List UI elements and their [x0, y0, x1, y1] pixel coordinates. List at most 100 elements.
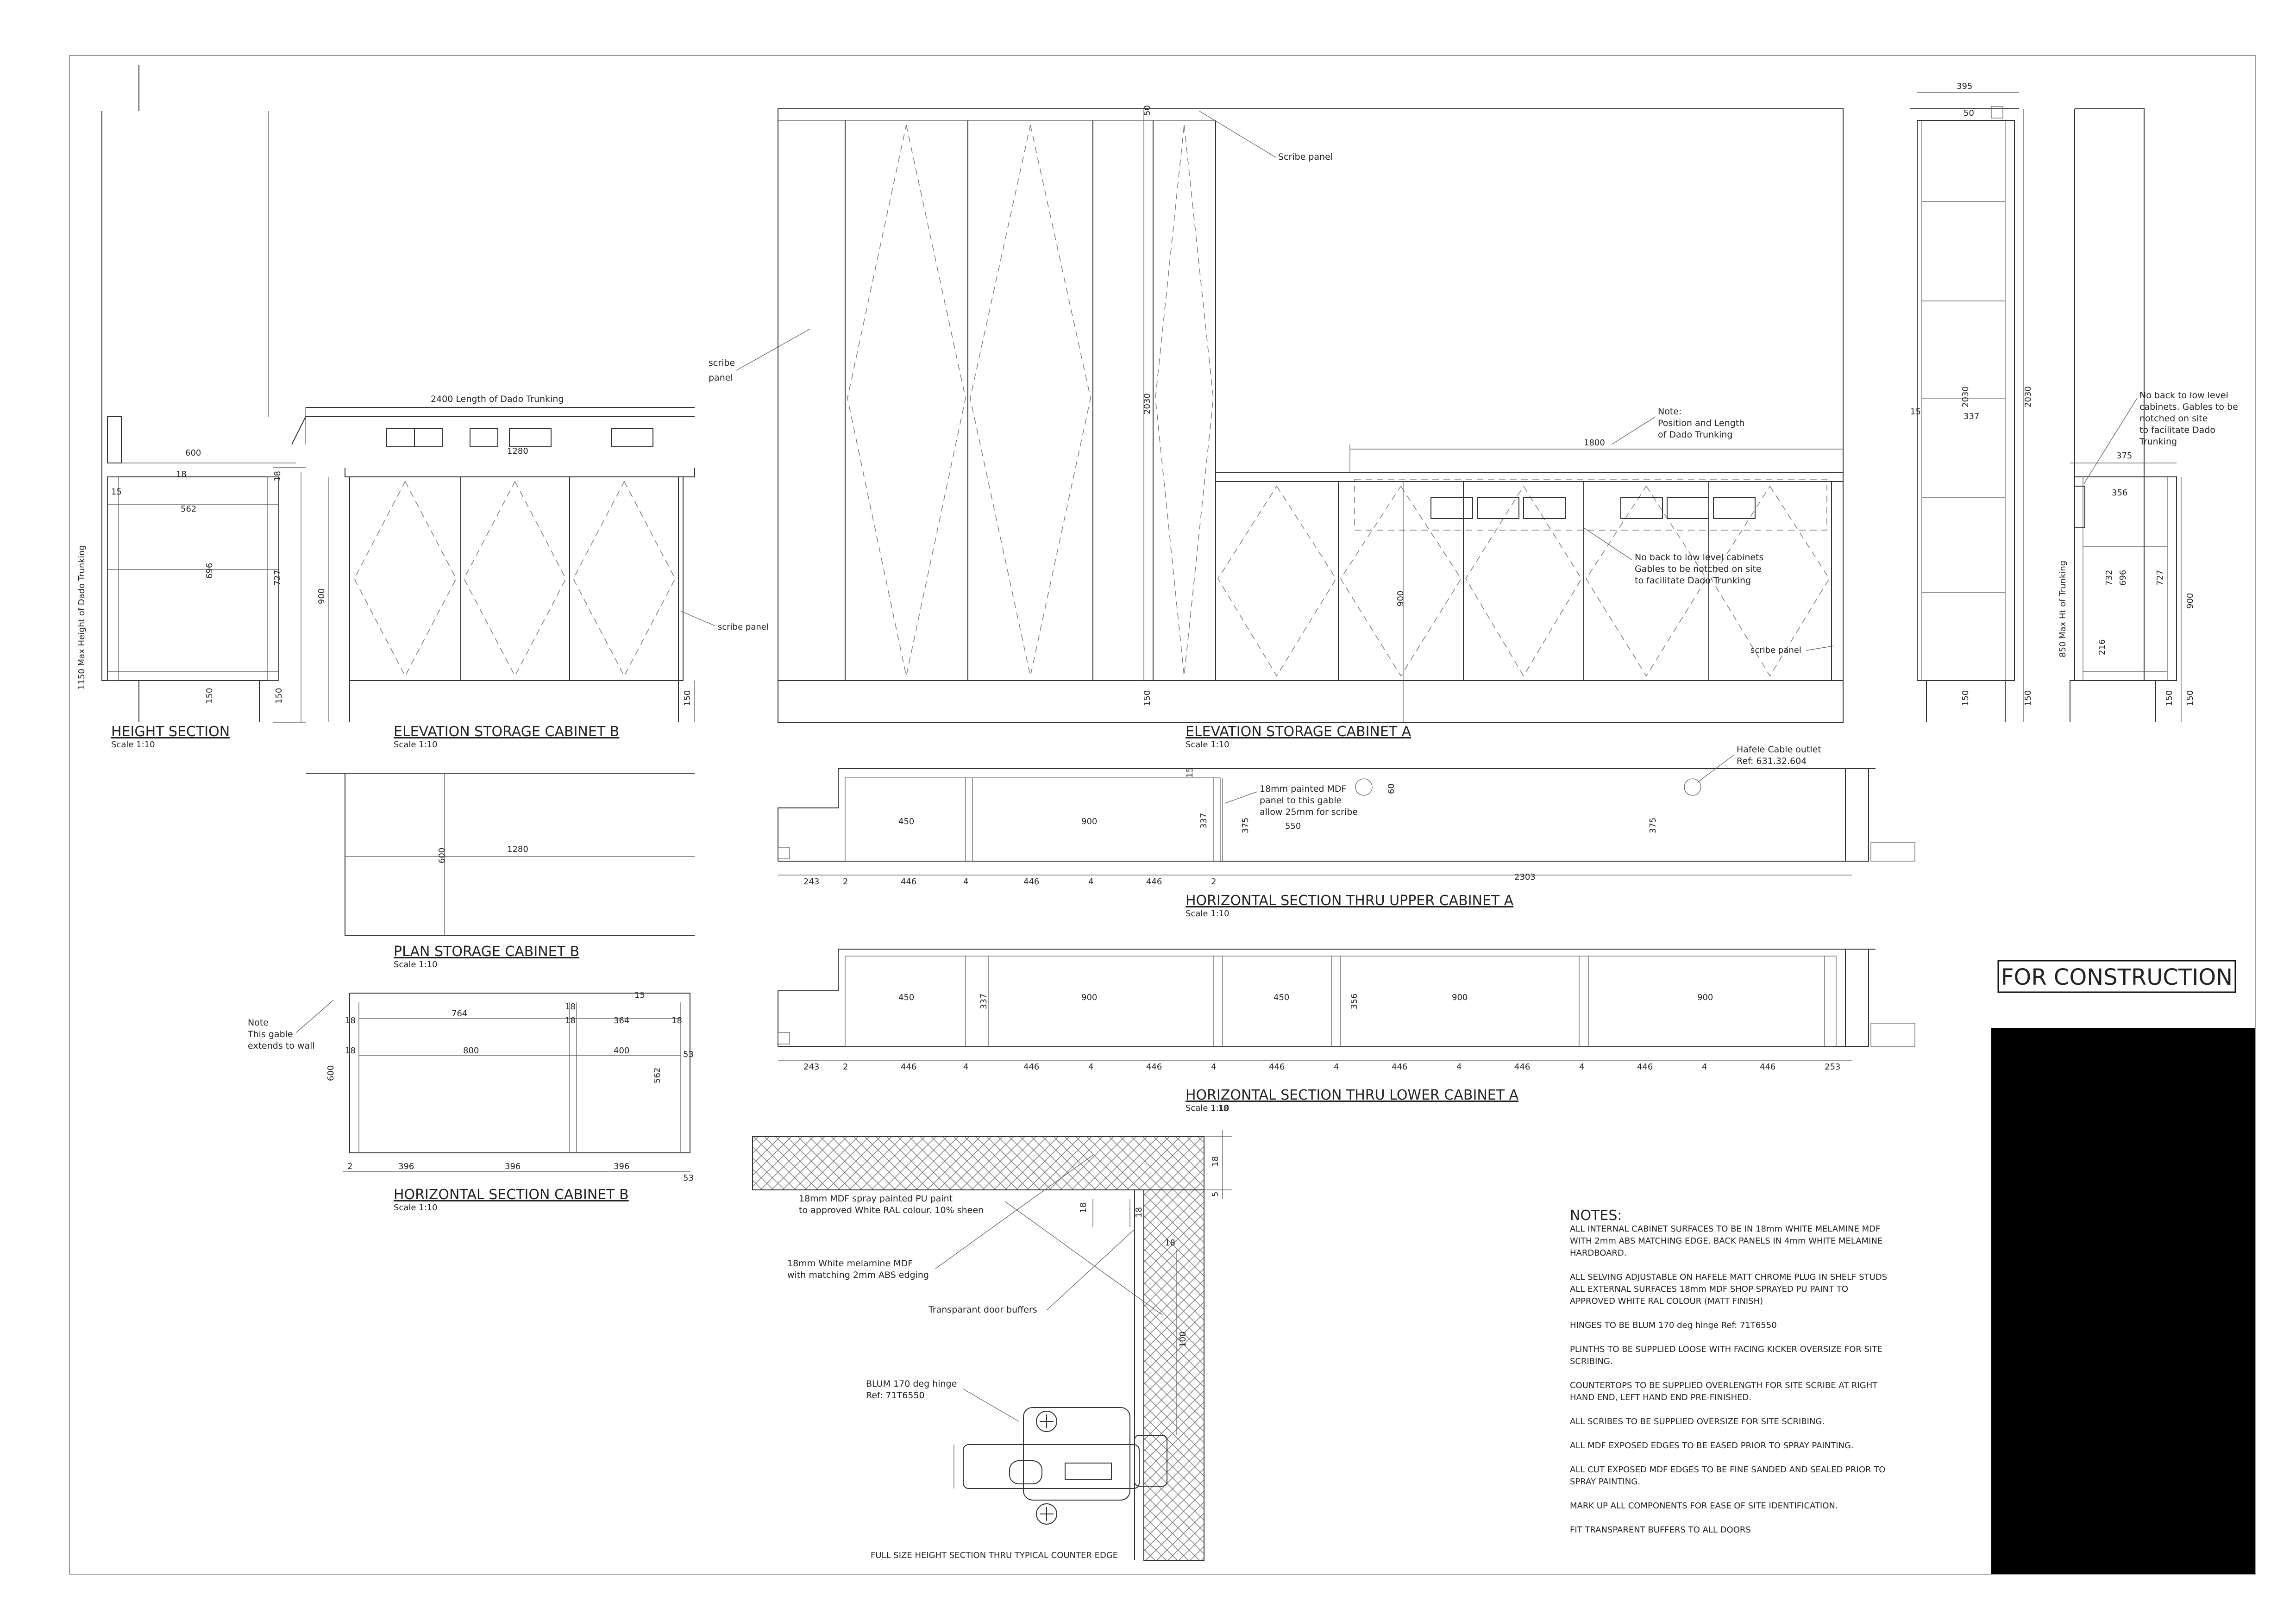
note-line: WITH 2mm ABS MATCHING EDGE. BACK PANELS … — [1570, 1236, 1882, 1246]
dim-375-r: 375 — [2116, 451, 2132, 461]
dim-18-fs1: 18 — [1218, 1104, 1229, 1113]
note-line: ALL EXTERNAL SURFACES 18mm MDF SHOP SPRA… — [1570, 1284, 1848, 1294]
dim-337-upper: 337 — [1199, 813, 1209, 829]
dim-364: 364 — [614, 1016, 629, 1026]
note-line: HINGES TO BE BLUM 170 deg hinge Ref: 71T… — [1570, 1320, 1777, 1330]
buffers-label: Transparant door buffers — [928, 1305, 1037, 1315]
dado-trunking-label: 2400 Length of Dado Trunking — [431, 394, 564, 404]
dim-53-hb: 53 — [683, 1050, 694, 1059]
scale-elev-a: Scale 1:10 — [1186, 740, 1230, 750]
scale-hsec-upper-a: Scale 1:10 — [1186, 909, 1230, 919]
dim-18-fs2: 18 — [1211, 1156, 1220, 1167]
dim-150-b: 150 — [683, 690, 692, 706]
dim-727: 727 — [273, 570, 282, 586]
dim-395: 395 — [1957, 81, 1972, 91]
no-back-3: to facilitate Dado Trunking — [1635, 575, 1751, 586]
no-back-2: Gables to be notched on site — [1635, 564, 1762, 574]
note-line: SCRIBING. — [1570, 1357, 1613, 1366]
dim-446-l4: 446 — [1269, 1062, 1285, 1072]
mdf-gable-2: panel to this gable — [1260, 795, 1342, 806]
scale-height-section: Scale 1:10 — [111, 740, 155, 750]
no-back-r1: No back to low level — [2139, 390, 2228, 400]
note-position-1: Note: — [1658, 407, 1681, 417]
dim-600-plan: 600 — [437, 848, 447, 863]
dim-562: 562 — [181, 504, 196, 514]
tall-cabinet-section: 395 50 337 2030 2030 150 150 15 — [1910, 81, 2033, 722]
dim-375-upper2: 375 — [1648, 818, 1658, 833]
note-line: MARK UP ALL COMPONENTS FOR EASE OF SITE … — [1570, 1501, 1838, 1511]
dim-2-l: 2 — [843, 1062, 848, 1072]
scribe-panel-a: scribe panel — [1750, 645, 1801, 655]
dim-900-r: 900 — [2185, 593, 2195, 609]
dim-150-r: 150 — [2164, 690, 2174, 706]
note-line: HARDBOARD. — [1570, 1248, 1627, 1258]
scribe-panel-top: Scribe panel — [1278, 152, 1333, 162]
dim-446-l7: 446 — [1637, 1062, 1653, 1072]
scale-elev-b: Scale 1:10 — [394, 740, 438, 750]
dim-800: 800 — [463, 1046, 479, 1056]
dim-2303: 2303 — [1514, 872, 1536, 882]
mdf-gable-1: 18mm painted MDF — [1260, 784, 1346, 794]
dim-696-r: 696 — [2118, 570, 2128, 586]
dim-600: 600 — [185, 448, 201, 458]
notes-heading: NOTES: — [1570, 1207, 1622, 1224]
dim-150-tall-b: 150 — [2023, 690, 2033, 706]
dim-18: 18 — [176, 469, 187, 479]
dim-53-hb2: 53 — [683, 1173, 694, 1183]
dim-450-l1: 450 — [898, 993, 914, 1002]
dim-15: 15 — [111, 487, 122, 497]
scale-hsec-lower-a: Scale 1:10 — [1186, 1103, 1230, 1113]
dim-764: 764 — [452, 1009, 467, 1019]
no-back-1: No back to low level cabinets — [1635, 552, 1763, 563]
scale-hsec-b: Scale 1:10 — [394, 1203, 438, 1213]
hinge-label-2: Ref: 71T6550 — [866, 1390, 925, 1401]
dim-150-a: 150 — [1142, 690, 1152, 706]
dim-732: 732 — [2104, 570, 2114, 586]
dim-2-hb: 2 — [347, 1162, 352, 1171]
note-line: COUNTERTOPS TO BE SUPPLIED OVERLENGTH FO… — [1570, 1381, 1878, 1390]
dim-60: 60 — [1386, 783, 1396, 794]
max-trunking: 850 Max Ht of Trunking — [2058, 561, 2068, 657]
plan-cabinet-b: 600 1280 PLAN STORAGE CABINET B Scale 1:… — [306, 773, 695, 969]
dim-2030: 2030 — [1142, 393, 1152, 414]
dim-4-l4: 4 — [1334, 1062, 1339, 1072]
note-gable-1: Note — [248, 1018, 269, 1028]
dim-727-r: 727 — [2155, 570, 2165, 586]
dim-4-l2: 4 — [1088, 1062, 1093, 1072]
dim-356-r: 356 — [2112, 488, 2127, 498]
dim-446-u1: 446 — [901, 877, 916, 887]
dim-18-hb2: 18 — [345, 1046, 356, 1056]
sheet-border — [69, 55, 2256, 1575]
dim-150: 150 — [205, 688, 214, 704]
note-line: FIT TRANSPARENT BUFFERS TO ALL DOORS — [1570, 1525, 1751, 1535]
dim-150b: 150 — [274, 688, 284, 704]
title-hsec-lower-a: HORIZONTAL SECTION THRU LOWER CABINET A — [1186, 1087, 1519, 1103]
dim-18-fs3: 18 — [1079, 1202, 1088, 1213]
dim-1280: 1280 — [507, 446, 528, 456]
no-back-r3: notched on site — [2139, 413, 2208, 424]
dim-4-l6: 4 — [1579, 1062, 1584, 1072]
dim-5: 5 — [1211, 1192, 1220, 1197]
title-elev-b: ELEVATION STORAGE CABINET B — [394, 724, 619, 740]
dim-550: 550 — [1285, 821, 1301, 831]
white-melamine-2: with matching 2mm ABS edging — [787, 1270, 929, 1280]
note-line: SPRAY PAINTING. — [1570, 1477, 1640, 1487]
dim-600-hb: 600 — [326, 1065, 336, 1081]
dim-253: 253 — [1825, 1062, 1840, 1072]
dim-15-hb: 15 — [634, 990, 645, 1000]
dim-18-hb3: 18 — [565, 1002, 576, 1012]
note-gable-2: This gable — [247, 1029, 293, 1039]
dim-450-upper: 450 — [898, 817, 914, 826]
stamp-box — [1997, 960, 2236, 993]
dim-900-l2: 900 — [1452, 993, 1468, 1002]
dim-15-upper: 15 — [1185, 767, 1195, 778]
dim-400: 400 — [614, 1046, 629, 1056]
scribe-label-2: panel — [709, 373, 733, 383]
dim-2-upper2: 2 — [1211, 877, 1216, 887]
dim-4-l1: 4 — [963, 1062, 968, 1072]
dim-375-upper: 375 — [1241, 818, 1250, 833]
note-gable-3: extends to wall — [248, 1041, 315, 1051]
dim-15-tall: 15 — [1910, 407, 1921, 417]
height-section: 600 18 562 15 696 727 150 150 18 1150 Ma… — [77, 65, 306, 750]
